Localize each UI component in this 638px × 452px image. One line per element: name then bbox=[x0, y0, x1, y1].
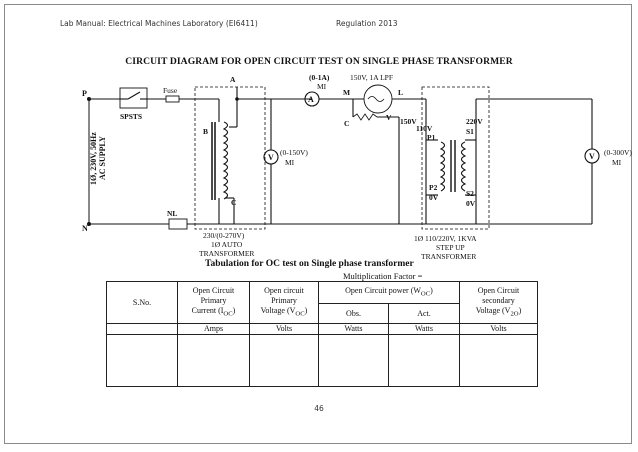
s2-volt: 0V bbox=[466, 199, 476, 208]
header-right: Regulation 2013 bbox=[336, 19, 398, 28]
auto-b-label: B bbox=[203, 127, 208, 136]
p1-label: P1 bbox=[427, 133, 436, 142]
ammeter-range: (0-1A) bbox=[309, 73, 330, 82]
header-obs: Obs. bbox=[318, 303, 389, 324]
p2-label: P2 bbox=[429, 183, 438, 192]
tr-name-1: STEP UP bbox=[436, 243, 465, 252]
terminal-p: P bbox=[82, 89, 87, 98]
table-cell bbox=[318, 334, 389, 387]
unit-watts-obs: Watts bbox=[318, 323, 389, 335]
watt-150v-label: 150V bbox=[400, 117, 417, 126]
tr-name-2: TRANSFORMER bbox=[421, 252, 476, 261]
tabulation-title: Tabulation for OC test on Single phase t… bbox=[205, 259, 414, 269]
table-cell bbox=[106, 334, 178, 387]
ammeter-symbol: A bbox=[308, 95, 314, 104]
tr-rating: 1Ø 110/220V, 1KVA bbox=[414, 234, 477, 243]
unit-amps: Amps bbox=[177, 323, 250, 335]
spsts-label: SPSTS bbox=[120, 112, 142, 121]
header-act: Act. bbox=[388, 303, 460, 324]
auto-name-2: TRANSFORMER bbox=[199, 249, 254, 258]
unit-volts-1: Volts bbox=[249, 323, 319, 335]
table-cell bbox=[459, 334, 538, 387]
watt-l-label: L bbox=[398, 88, 403, 97]
header-oc-power: Open Circuit power (WOC) bbox=[318, 281, 460, 304]
p1-volt: 110V bbox=[416, 124, 433, 133]
s1-label: S1 bbox=[466, 127, 474, 136]
wattmeter-rating: 150V, 1A LPF bbox=[350, 73, 393, 82]
auto-c-label: C bbox=[231, 198, 236, 207]
v1-type: MI bbox=[285, 158, 295, 167]
multiplication-factor: Multiplication Factor = bbox=[343, 271, 423, 281]
table-cell bbox=[177, 334, 250, 387]
unit-watts-act: Watts bbox=[388, 323, 460, 335]
unit-volts-2: Volts bbox=[459, 323, 538, 335]
supply-label-2: AC SUPPLY bbox=[98, 136, 107, 180]
s2-label: S2 bbox=[466, 189, 474, 198]
unit-blank bbox=[106, 323, 178, 335]
s1-volt: 220V bbox=[466, 117, 483, 126]
fuse-label: Fuse bbox=[163, 86, 178, 95]
auto-rating: 230/(0-270V) bbox=[203, 231, 245, 240]
table-cell bbox=[388, 334, 460, 387]
watt-v-label: V bbox=[386, 113, 392, 122]
nl-label: NL bbox=[167, 209, 177, 218]
p2-volt: 0V bbox=[429, 193, 439, 202]
auto-a-label: A bbox=[230, 75, 236, 84]
table-cell bbox=[249, 334, 319, 387]
auto-name-1: 1Ø AUTO bbox=[211, 240, 243, 249]
terminal-n: N bbox=[82, 224, 88, 233]
v2-type: MI bbox=[612, 158, 622, 167]
circuit-title: CIRCUIT DIAGRAM FOR OPEN CIRCUIT TEST ON… bbox=[125, 56, 513, 67]
watt-m-label: M bbox=[343, 88, 350, 97]
v1-range: (0-150V) bbox=[280, 148, 308, 157]
v2-symbol: V bbox=[589, 152, 595, 161]
supply-label-1: 1Ø, 230V, 50Hz bbox=[89, 132, 98, 185]
header-sno: S.No. bbox=[106, 281, 178, 324]
v2-range: (0-300V) bbox=[604, 148, 632, 157]
page-number: 46 bbox=[314, 404, 324, 413]
header-left: Lab Manual: Electrical Machines Laborato… bbox=[60, 19, 258, 28]
watt-c-label: C bbox=[344, 119, 349, 128]
v1-symbol: V bbox=[268, 153, 274, 162]
ammeter-type: MI bbox=[317, 82, 327, 91]
page-border bbox=[4, 4, 632, 444]
